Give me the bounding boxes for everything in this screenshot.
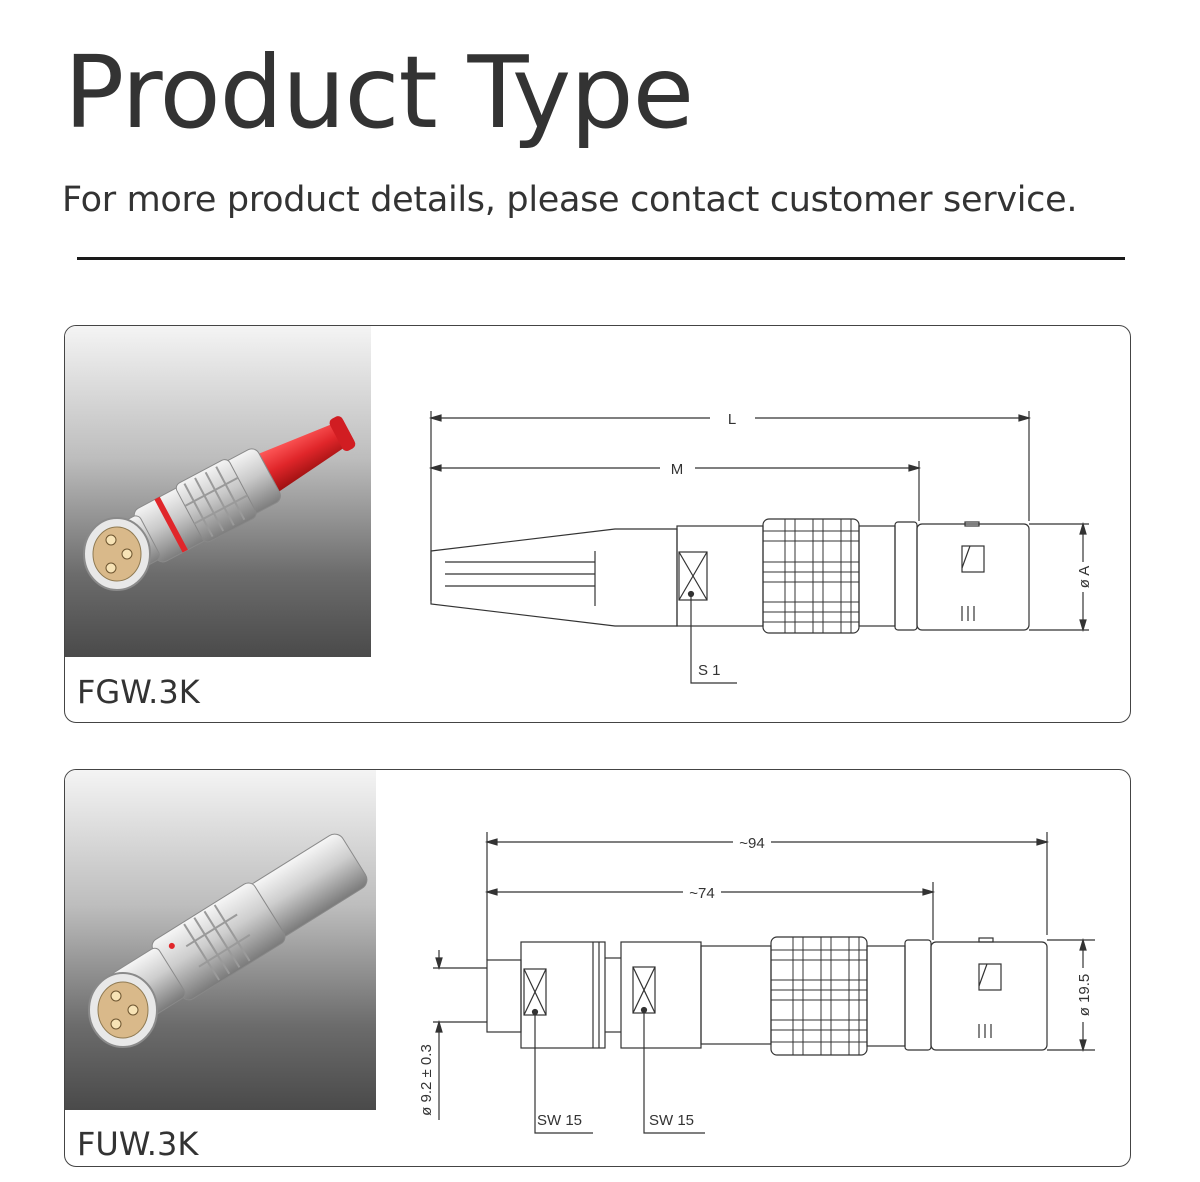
product-model-fgw: FGW.3K	[77, 673, 200, 711]
page-title: Product Type	[64, 34, 694, 151]
dimension-m-label: M	[671, 461, 684, 478]
dimension-diameter-label: ø A	[1076, 566, 1093, 589]
connector-render-fuw	[88, 833, 368, 1048]
product-card-fgw: FGW.3K	[64, 325, 1131, 723]
connector-render-fgw	[83, 416, 356, 591]
dimension-diameter-label: ø 19.5	[1076, 974, 1093, 1017]
dimension-wrench-2-label: SW 15	[649, 1112, 694, 1129]
dimension-overall-label: ~94	[739, 835, 764, 852]
technical-drawing-fuw: ~94 ~74 ø 19.5 ø 9.2 ± 0.3 SW 15 SW 15	[418, 832, 1095, 1134]
dimension-cable-label: ø 9.2 ± 0.3	[418, 1044, 435, 1116]
dimension-body-label: ~74	[689, 885, 714, 902]
header-divider	[77, 257, 1125, 260]
dimension-wrench-label: S 1	[698, 662, 721, 679]
page-subtitle: For more product details, please contact…	[62, 180, 1078, 220]
dimension-l-label: L	[728, 411, 736, 428]
product-photo-fuw	[65, 770, 376, 1110]
product-model-fuw: FUW.3K	[77, 1125, 199, 1163]
dimension-wrench-1-label: SW 15	[537, 1112, 582, 1129]
product-card-fuw: FUW.3K	[64, 769, 1131, 1167]
technical-drawing-fgw: L M ø A S 1	[428, 411, 1093, 684]
product-photo-fgw	[65, 326, 371, 657]
